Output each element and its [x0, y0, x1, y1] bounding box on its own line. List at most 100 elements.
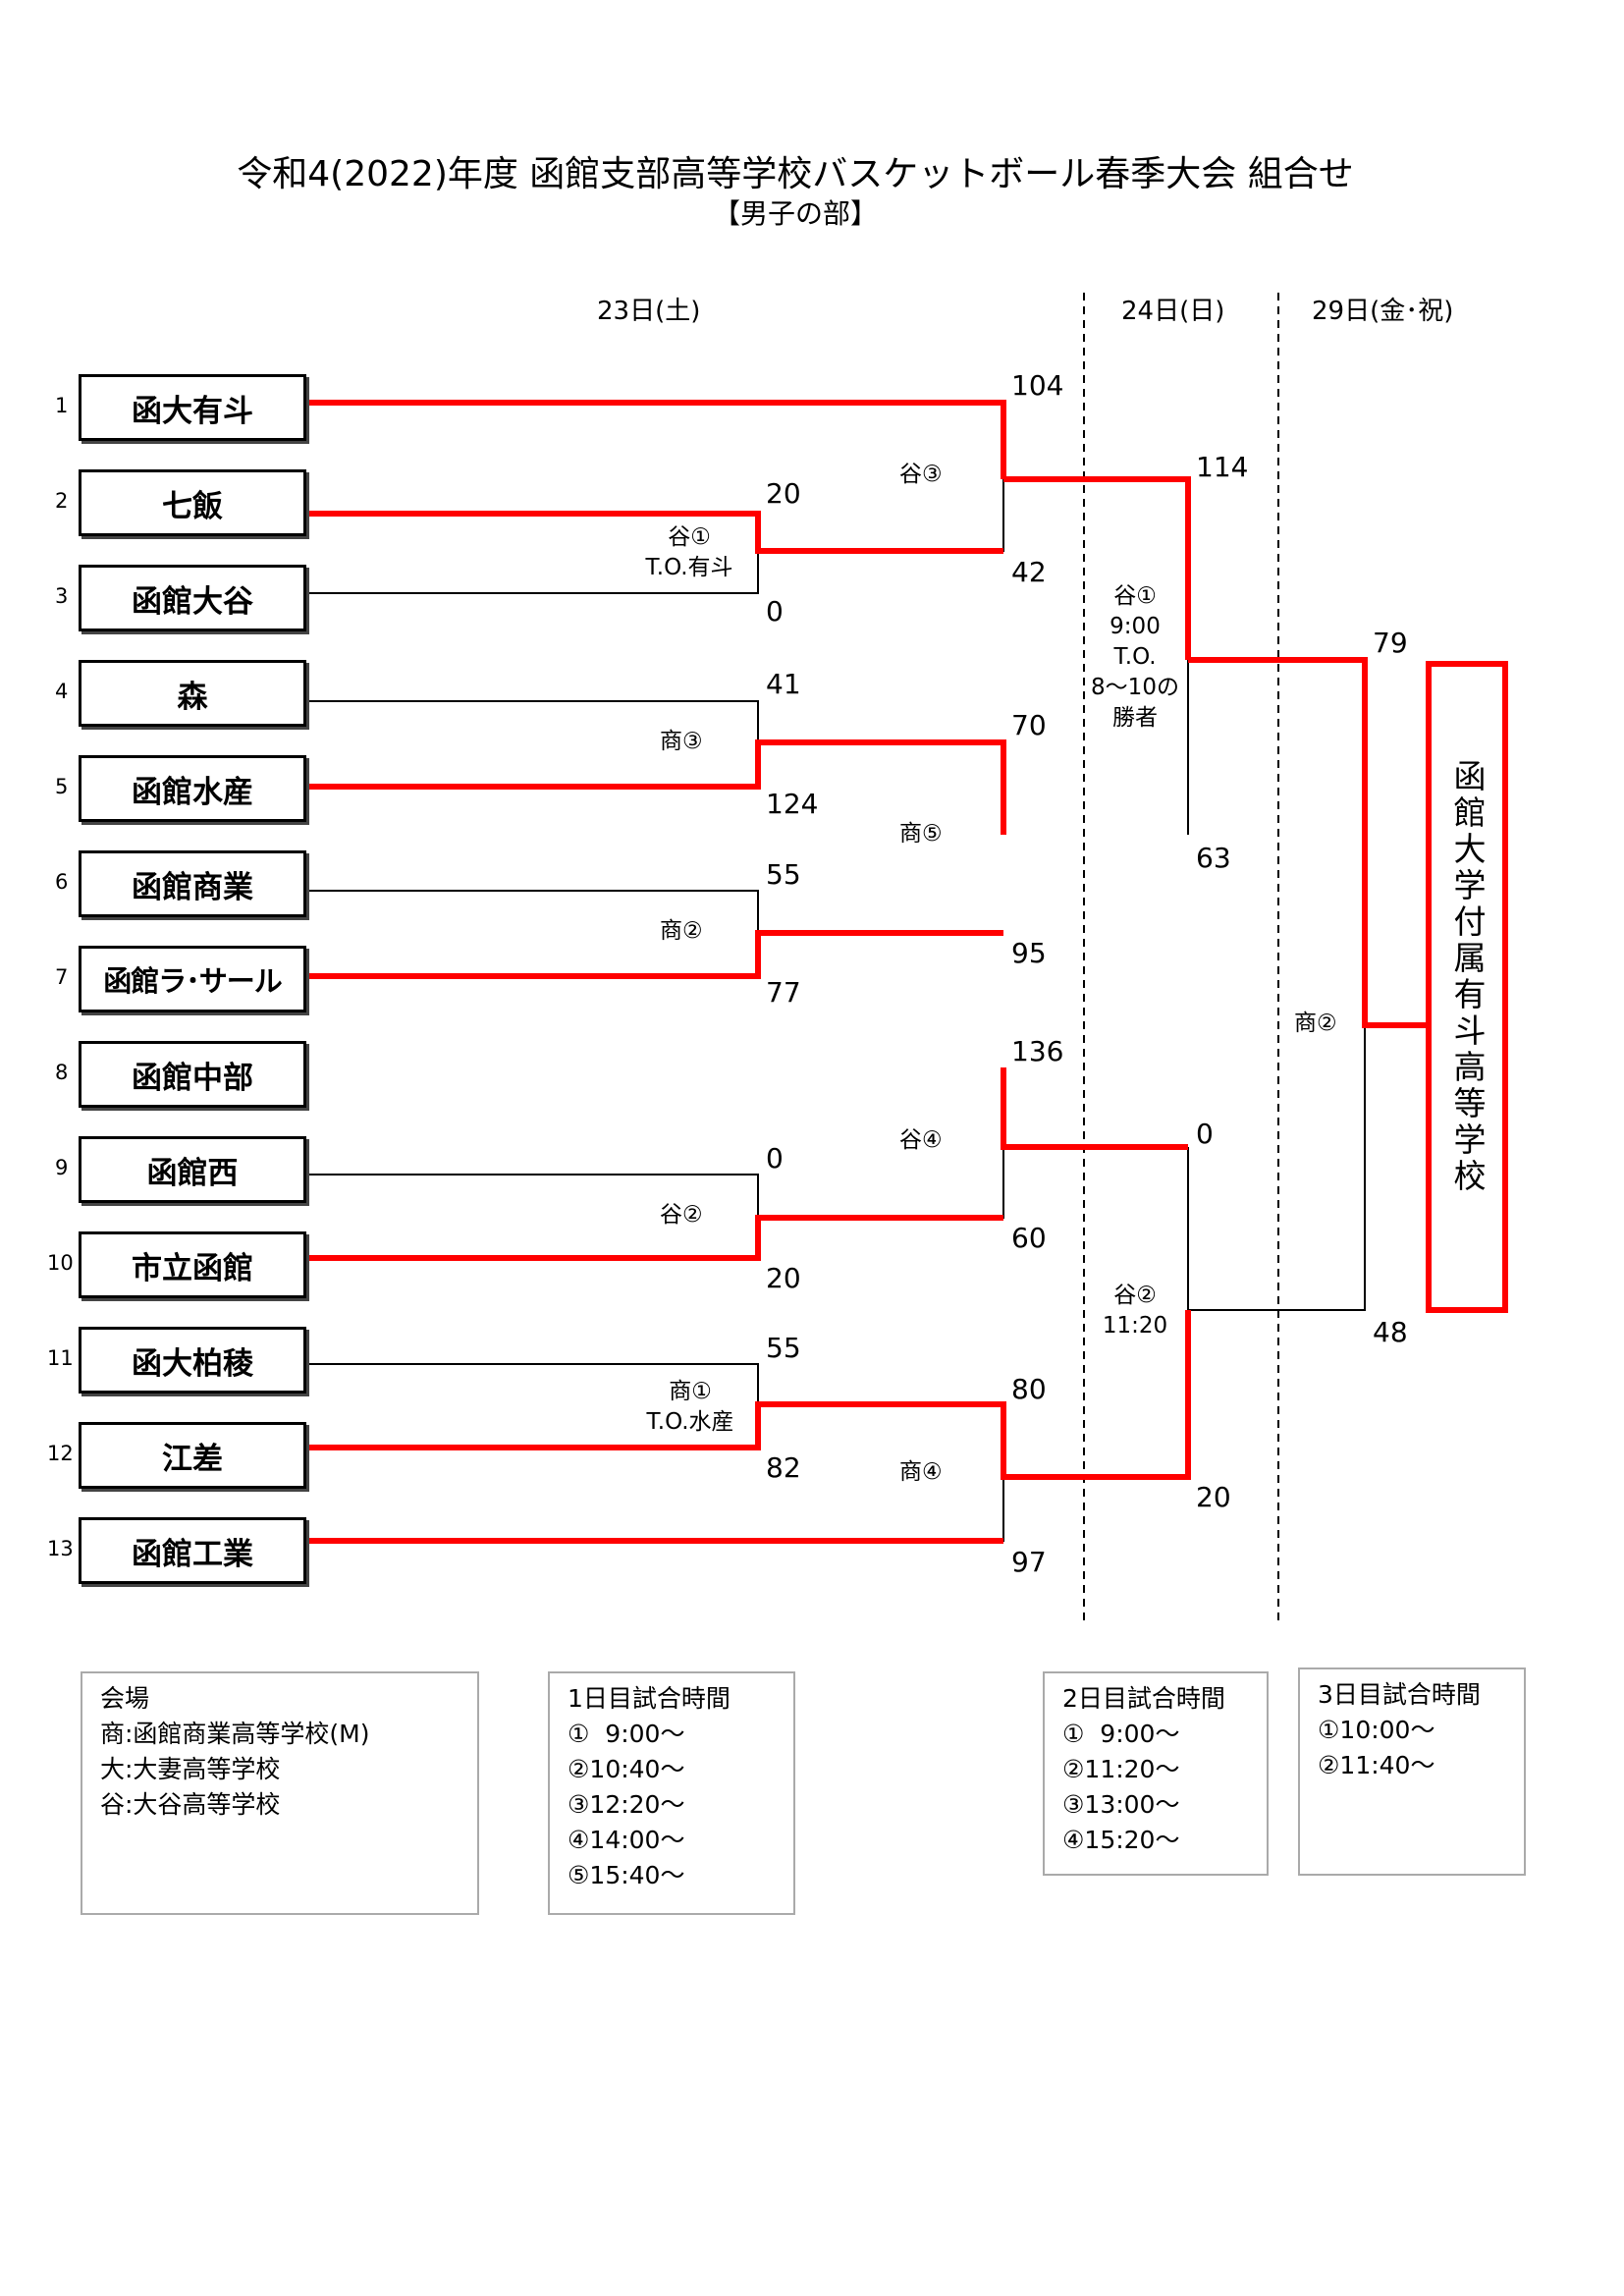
schedule-line: ③13:00～ — [1062, 1790, 1180, 1819]
team-name: 函大有斗 — [132, 393, 253, 429]
score: 0 — [766, 1142, 784, 1175]
match-label: 谷③ — [899, 462, 943, 487]
match-label: 谷④ — [899, 1127, 943, 1153]
match-table-officials: T.O.水産 — [646, 1409, 734, 1435]
match-venue: 谷① — [1113, 583, 1157, 609]
bracket-line-lose — [758, 1067, 1004, 1219]
score: 95 — [1011, 937, 1047, 969]
score: 77 — [766, 976, 801, 1009]
day1-header: 23日(土) — [597, 297, 701, 326]
score: 42 — [1011, 556, 1047, 588]
bracket-line-win — [1003, 476, 1191, 660]
team-number: 5 — [55, 775, 69, 798]
match-label: 谷① T.O.有斗 — [630, 522, 748, 583]
team-number: 11 — [47, 1346, 74, 1370]
team-number: 10 — [47, 1251, 74, 1275]
match-note: 8～10の — [1091, 675, 1179, 700]
bracket-line-lose — [1188, 661, 1366, 1311]
schedule-line: ① 9:00～ — [1062, 1720, 1180, 1748]
bracket-line-win — [308, 400, 1006, 479]
team-name: 森 — [177, 679, 208, 715]
schedule-line: ④15:20～ — [1062, 1826, 1180, 1854]
venue-line: 谷:大谷高等学校 — [100, 1790, 281, 1819]
score: 114 — [1196, 451, 1249, 483]
team-name: 函館水産 — [132, 774, 253, 810]
match-venue: 谷① — [668, 524, 711, 550]
score: 20 — [766, 477, 801, 510]
team-name: 函館商業 — [132, 869, 253, 905]
score: 55 — [766, 858, 801, 891]
bracket-line-lose — [308, 700, 759, 742]
team-box: 函館水産 — [79, 755, 306, 822]
team-box: 市立函館 — [79, 1231, 306, 1298]
score: 97 — [1011, 1546, 1047, 1578]
bracket-line-win — [308, 739, 1006, 835]
bracket-line-win — [1001, 1310, 1191, 1480]
schedule-line: ④14:00～ — [568, 1826, 685, 1854]
bracket-line-win — [308, 1215, 1003, 1261]
schedule-day2-box: 2日目試合時間 ① 9:00～ ②11:20～ ③13:00～ ④15:20～ — [1043, 1671, 1269, 1876]
team-number: 6 — [55, 870, 69, 894]
schedule-line: ②11:40～ — [1318, 1751, 1435, 1779]
venue-heading: 会場 — [100, 1684, 150, 1713]
score: 60 — [1011, 1222, 1047, 1254]
match-label: 谷① 9:00 T.O. 8～10の 勝者 — [1086, 581, 1184, 734]
score: 82 — [766, 1451, 801, 1484]
team-box: 函館工業 — [79, 1517, 306, 1584]
team-name: 函大柏稜 — [132, 1345, 253, 1382]
page-title: 令和4(2022)年度 函館支部高等学校バスケットボール春季大会 組合せ — [237, 154, 1354, 194]
bracket-line-lose — [308, 1363, 759, 1404]
team-name: 函館中部 — [132, 1060, 253, 1096]
team-number: 13 — [47, 1537, 74, 1560]
match-table-officials: T.O.有斗 — [645, 555, 733, 580]
team-name: 函館西 — [146, 1155, 239, 1191]
score: 80 — [1011, 1373, 1047, 1405]
match-table-officials: T.O. — [1113, 644, 1157, 670]
team-number: 3 — [55, 584, 69, 608]
schedule-line: ① 9:00～ — [568, 1720, 685, 1748]
team-name: 函館ラ･サール — [103, 964, 283, 998]
match-label: 商② — [660, 918, 703, 944]
team-box: 函大柏稜 — [79, 1327, 306, 1394]
bracket-line-win — [308, 1401, 1006, 1450]
team-number: 12 — [47, 1442, 74, 1465]
score: 48 — [1373, 1316, 1408, 1348]
score: 55 — [766, 1332, 801, 1364]
bracket-line-lose — [308, 1174, 759, 1218]
bracket-line-win — [308, 930, 1003, 979]
schedule-day3-box: 3日目試合時間 ①10:00～ ②11:40～ — [1298, 1667, 1526, 1876]
schedule-line: ②10:40～ — [568, 1755, 685, 1783]
score: 0 — [766, 595, 784, 628]
match-time: 11:20 — [1102, 1313, 1168, 1339]
team-box: 七飯 — [79, 469, 306, 536]
team-number: 7 — [55, 965, 69, 989]
score: 79 — [1373, 627, 1408, 659]
team-number: 9 — [55, 1156, 69, 1179]
schedule-day1-box: 1日目試合時間 ① 9:00～ ②10:40～ ③12:20～ ④14:00～ … — [548, 1671, 795, 1915]
score: 124 — [766, 788, 819, 820]
score: 104 — [1011, 369, 1064, 402]
score: 20 — [1196, 1481, 1231, 1513]
champion-box: 函館大学付属有斗高等学校 — [1426, 661, 1508, 1313]
match-venue: 谷② — [1113, 1283, 1157, 1308]
score: 136 — [1011, 1035, 1064, 1067]
bracket-line-win — [1188, 657, 1426, 1028]
schedule-line: ①10:00～ — [1318, 1716, 1435, 1744]
team-name: 七飯 — [162, 488, 223, 524]
team-name: 函館大谷 — [132, 583, 253, 620]
score: 41 — [766, 668, 801, 700]
team-box: 江差 — [79, 1422, 306, 1489]
match-label: 商③ — [660, 729, 703, 754]
team-box: 森 — [79, 660, 306, 727]
match-label: 商② — [1294, 1011, 1337, 1036]
champion-name: 函館大学付属有斗高等学校 — [1448, 759, 1487, 1195]
schedule-line: ③12:20～ — [568, 1790, 685, 1819]
match-label: 谷② 11:20 — [1086, 1281, 1184, 1341]
day3-header: 29日(金･祝) — [1312, 297, 1454, 326]
match-time: 9:00 — [1110, 614, 1161, 639]
match-label: 谷② — [660, 1202, 703, 1228]
score: 70 — [1011, 709, 1047, 741]
bracket-line-lose — [308, 890, 759, 933]
team-number: 2 — [55, 489, 69, 513]
schedule-line: ⑤15:40～ — [568, 1861, 685, 1889]
